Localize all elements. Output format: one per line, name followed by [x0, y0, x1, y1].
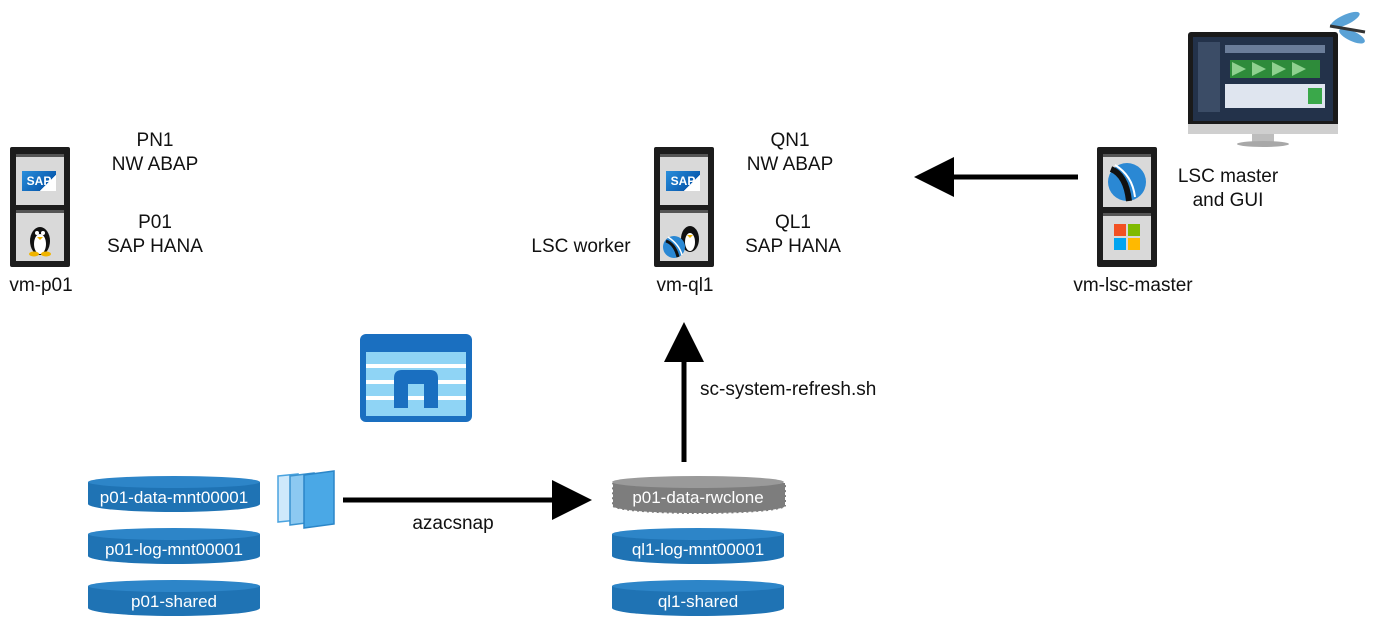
volume-ql1-log: ql1-log-mnt00001 [612, 528, 784, 566]
volume-ql1-shared: ql1-shared [612, 580, 784, 618]
linux-tux-icon [29, 227, 51, 257]
lsc-logo-icon [1108, 163, 1146, 202]
vm-p01-hana-label: SAP HANA [107, 236, 203, 257]
volume-label: p01-data-mnt00001 [99, 488, 249, 507]
volume-p01-shared: p01-shared [88, 580, 260, 618]
linux-tux-icon [663, 226, 699, 258]
vm-lsc-master-name: vm-lsc-master [1073, 275, 1193, 296]
sap-logo: SAP [22, 171, 56, 191]
vm-p01-nw-label: NW ABAP [111, 154, 199, 175]
vm-ql1-nw-sid: QN1 [770, 130, 810, 151]
sap-slot: SAP [16, 154, 64, 205]
vm-ql1-name: vm-ql1 [656, 275, 714, 296]
linux-slot [660, 210, 708, 261]
volume-label: ql1-shared [657, 592, 739, 611]
volume-label: p01-data-rwclone [632, 488, 764, 507]
vm-ql1-nw-label: NW ABAP [746, 154, 834, 175]
vm-p01-name: vm-p01 [9, 275, 73, 296]
lsc-master-role-line1: LSC master [1177, 166, 1279, 187]
sap-logo: SAP [666, 171, 700, 191]
volume-p01-log: p01-log-mnt00001 [88, 528, 260, 566]
vm-ql1-hana-sid: QL1 [775, 212, 811, 233]
volume-p01-data: p01-data-mnt00001 [88, 476, 260, 514]
azacsnap-label: azacsnap [412, 513, 494, 534]
windows-slot [1103, 213, 1151, 260]
lsc-slot [1103, 154, 1151, 207]
windows-logo-icon [1114, 224, 1140, 250]
vm-ql1-server: SAP [654, 147, 714, 267]
linux-slot [16, 210, 64, 261]
lsc-master-role-line2: and GUI [1192, 190, 1264, 211]
vm-lsc-master-server [1097, 147, 1157, 267]
volume-label: p01-log-mnt00001 [105, 540, 243, 559]
volume-label: ql1-log-mnt00001 [631, 540, 765, 559]
vm-p01-hana-sid: P01 [138, 212, 172, 233]
refresh-script-label: sc-system-refresh.sh [700, 379, 877, 400]
dragonfly-icon [1329, 11, 1366, 44]
azure-netapp-files-icon [360, 334, 472, 422]
lsc-worker-label: LSC worker [531, 236, 631, 257]
vm-p01-server: SAP [10, 147, 70, 267]
volume-p01-data-rwclone: p01-data-rwclone [612, 476, 786, 514]
volume-label: p01-shared [130, 592, 217, 611]
sap-slot: SAP [660, 154, 708, 205]
snapshot-icon [277, 470, 335, 529]
lsc-gui-monitor-icon [1188, 11, 1366, 147]
vm-ql1-hana-label: SAP HANA [745, 236, 841, 257]
vm-p01-nw-sid: PN1 [136, 130, 174, 151]
